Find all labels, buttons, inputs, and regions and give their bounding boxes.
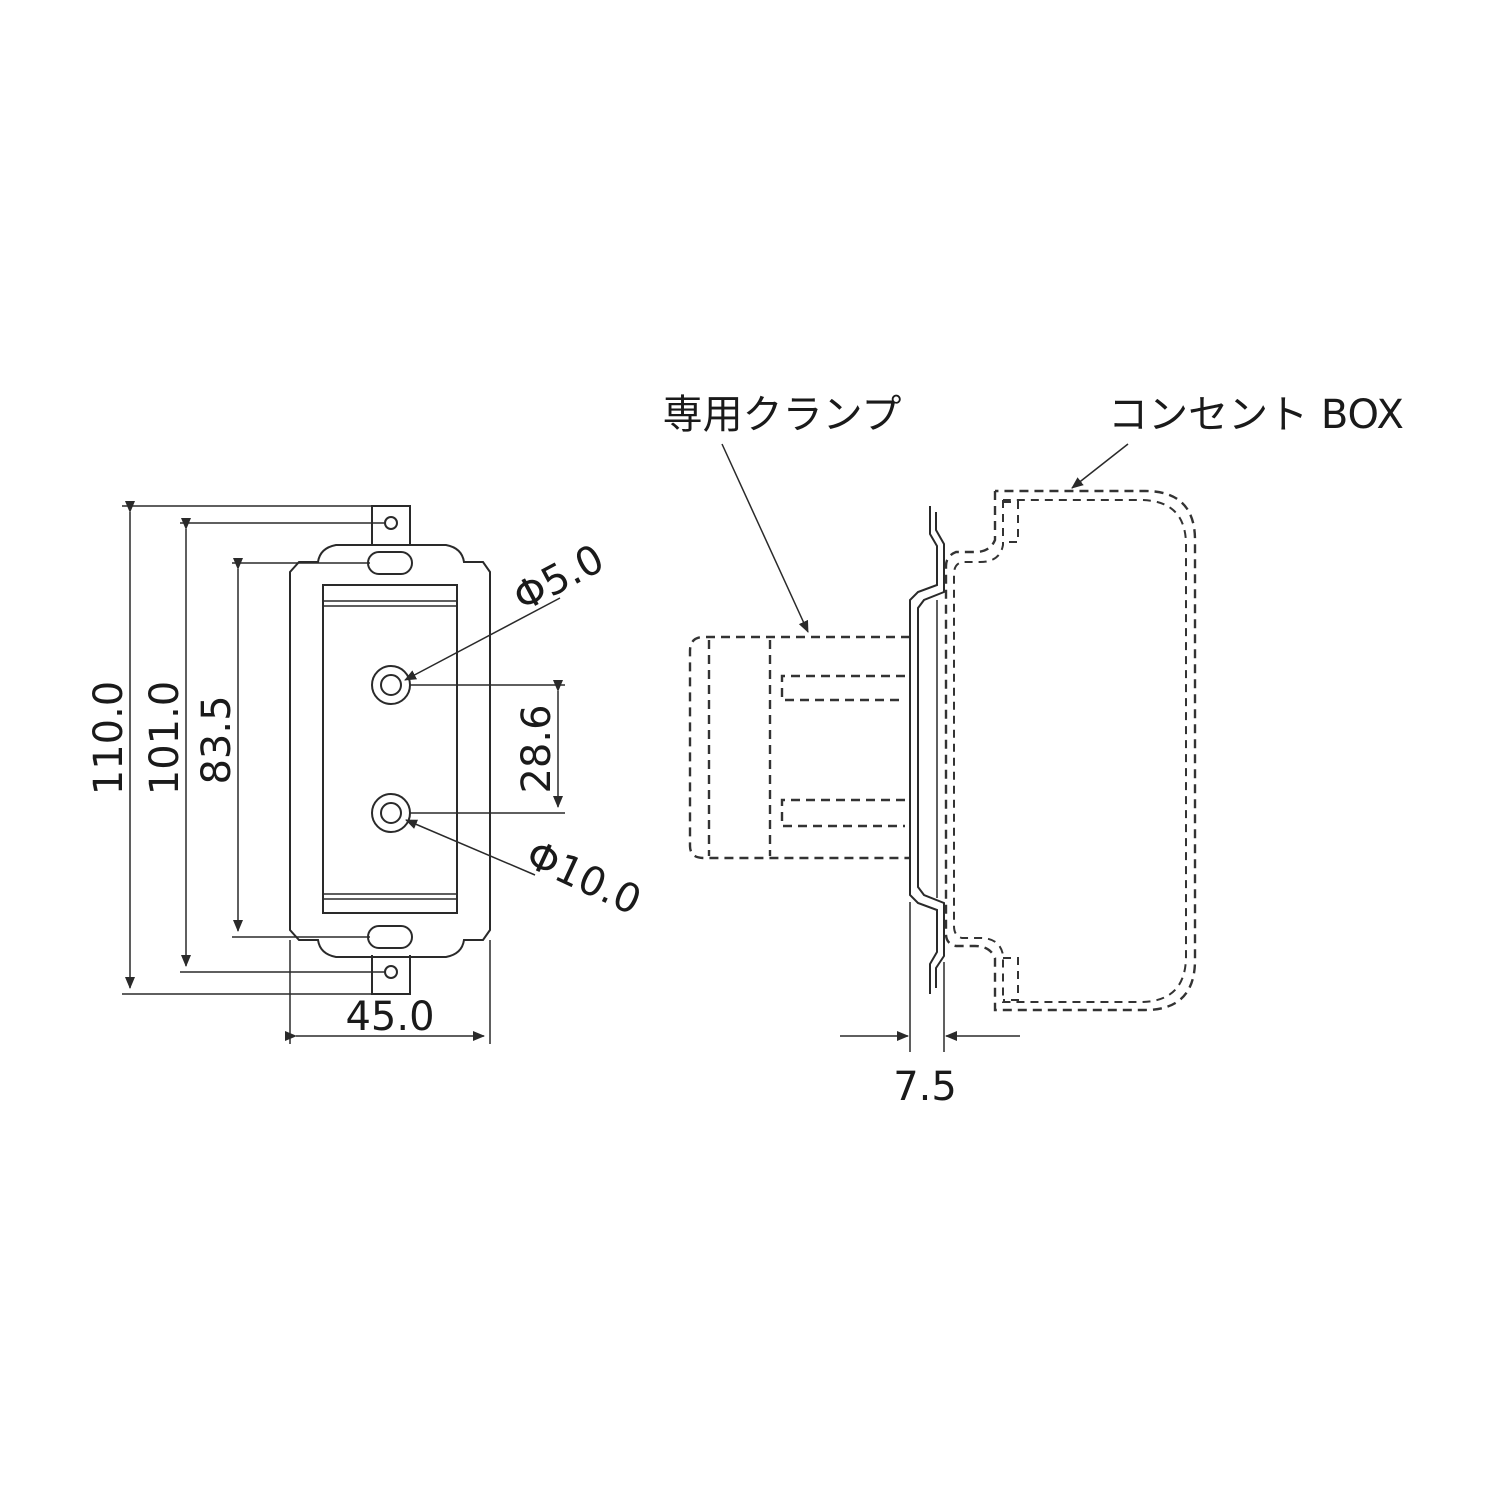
lower-hole-outer — [371, 793, 411, 833]
leader-hole-small — [404, 597, 561, 681]
top-slot — [367, 551, 413, 575]
dim-overall-height: 110.0 — [86, 681, 132, 796]
bottom-tab-hole — [384, 965, 398, 979]
top-tab-hole — [384, 516, 398, 530]
outlet-box-inner — [953, 499, 1187, 1003]
dim-hole-small: Φ5.0 — [506, 536, 612, 621]
plate-profile-outer — [909, 506, 938, 994]
label-clamp: 専用クランプ — [663, 392, 902, 438]
clamp-body — [688, 635, 910, 860]
plate-outline — [289, 544, 491, 958]
leader-hole-large — [405, 819, 536, 876]
clamp-upper-slot — [780, 674, 905, 702]
upper-hole-inner — [380, 674, 402, 696]
label-outlet-box: コンセント BOX — [1108, 392, 1404, 438]
center-opening — [322, 584, 458, 914]
bottom-slot — [367, 925, 413, 949]
bottom-tab — [371, 955, 411, 995]
upper-hole-outer — [371, 665, 411, 705]
dim-mounting-pitch: 101.0 — [142, 681, 188, 796]
leader-clamp — [721, 443, 809, 633]
lower-hole-inner — [380, 802, 402, 824]
front-view: 110.0 101.0 83.5 28.6 Φ5.0 Φ10.0 45.0 — [86, 501, 648, 1044]
outlet-box-outer — [944, 489, 1197, 1012]
dim-hole-large: Φ10.0 — [519, 832, 648, 925]
dim-hole-pitch: 28.6 — [514, 704, 560, 793]
top-tab — [371, 505, 411, 545]
outlet-box-top-flange — [1003, 501, 1019, 543]
dim-opening-height: 83.5 — [194, 695, 240, 784]
dim-plate-width: 45.0 — [345, 994, 434, 1040]
dim-offset: 7.5 — [893, 1064, 957, 1110]
clamp-lower-slot — [780, 798, 905, 828]
side-view: 専用クランプ コンセント BOX 7.5 — [663, 392, 1404, 1110]
leader-outlet-box — [1071, 443, 1129, 489]
outlet-box-bottom-flange — [1003, 957, 1019, 1001]
plate-profile-inner — [917, 512, 945, 988]
